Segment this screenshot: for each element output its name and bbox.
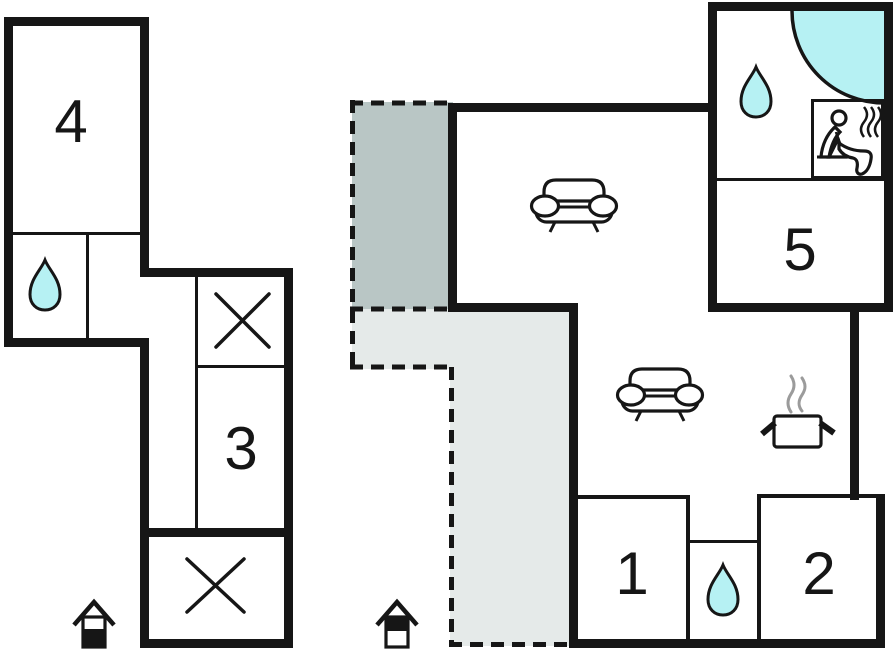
outer-wall xyxy=(448,103,716,112)
outer-wall xyxy=(140,17,149,277)
outer-wall xyxy=(140,528,293,537)
wardrobe-x-icon xyxy=(185,557,246,614)
partition-wall xyxy=(195,277,198,528)
partition-wall xyxy=(4,232,149,235)
partition-wall xyxy=(757,494,761,648)
wardrobe-x-icon xyxy=(214,292,271,349)
terrace-open-area-column xyxy=(450,369,578,646)
water-drop-icon xyxy=(739,62,773,119)
room-1-label: 1 xyxy=(615,540,649,607)
outer-wall xyxy=(448,303,578,312)
outer-wall xyxy=(569,303,578,648)
outer-wall xyxy=(448,103,457,312)
partition-wall xyxy=(86,232,89,341)
outer-wall xyxy=(850,310,859,500)
outer-wall xyxy=(708,303,893,312)
sofa-icon xyxy=(529,178,619,233)
water-drop-icon xyxy=(706,560,740,617)
outer-wall xyxy=(4,17,149,26)
entrance-icon xyxy=(375,598,419,649)
outer-wall xyxy=(884,2,893,312)
outer-wall xyxy=(708,2,893,11)
room-4-label: 4 xyxy=(54,88,88,155)
outer-wall xyxy=(140,268,293,277)
sofa-icon xyxy=(615,367,705,422)
terrace-covered-area xyxy=(352,102,453,309)
partition-wall xyxy=(574,495,690,499)
entrance-icon xyxy=(72,598,116,649)
outer-wall xyxy=(708,2,717,312)
partition-wall xyxy=(688,540,760,543)
sauna-icon xyxy=(811,99,884,179)
outer-wall xyxy=(284,268,293,648)
outer-wall xyxy=(140,639,293,648)
outer-wall xyxy=(569,639,884,648)
corner-bath-icon xyxy=(790,10,885,105)
water-drop-icon xyxy=(28,255,62,312)
partition-wall xyxy=(717,178,884,181)
terrace-open-area-band xyxy=(352,309,578,369)
cooking-pot-icon xyxy=(760,374,836,449)
partition-wall xyxy=(757,494,879,498)
room-5-label: 5 xyxy=(783,216,817,283)
outer-wall xyxy=(140,338,149,648)
partition-wall xyxy=(686,495,690,648)
outer-wall xyxy=(4,338,149,347)
partition-wall xyxy=(195,365,293,368)
outer-wall xyxy=(876,494,885,648)
room-3-label: 3 xyxy=(224,415,258,482)
outer-wall xyxy=(4,17,13,347)
room-2-label: 2 xyxy=(802,540,836,607)
